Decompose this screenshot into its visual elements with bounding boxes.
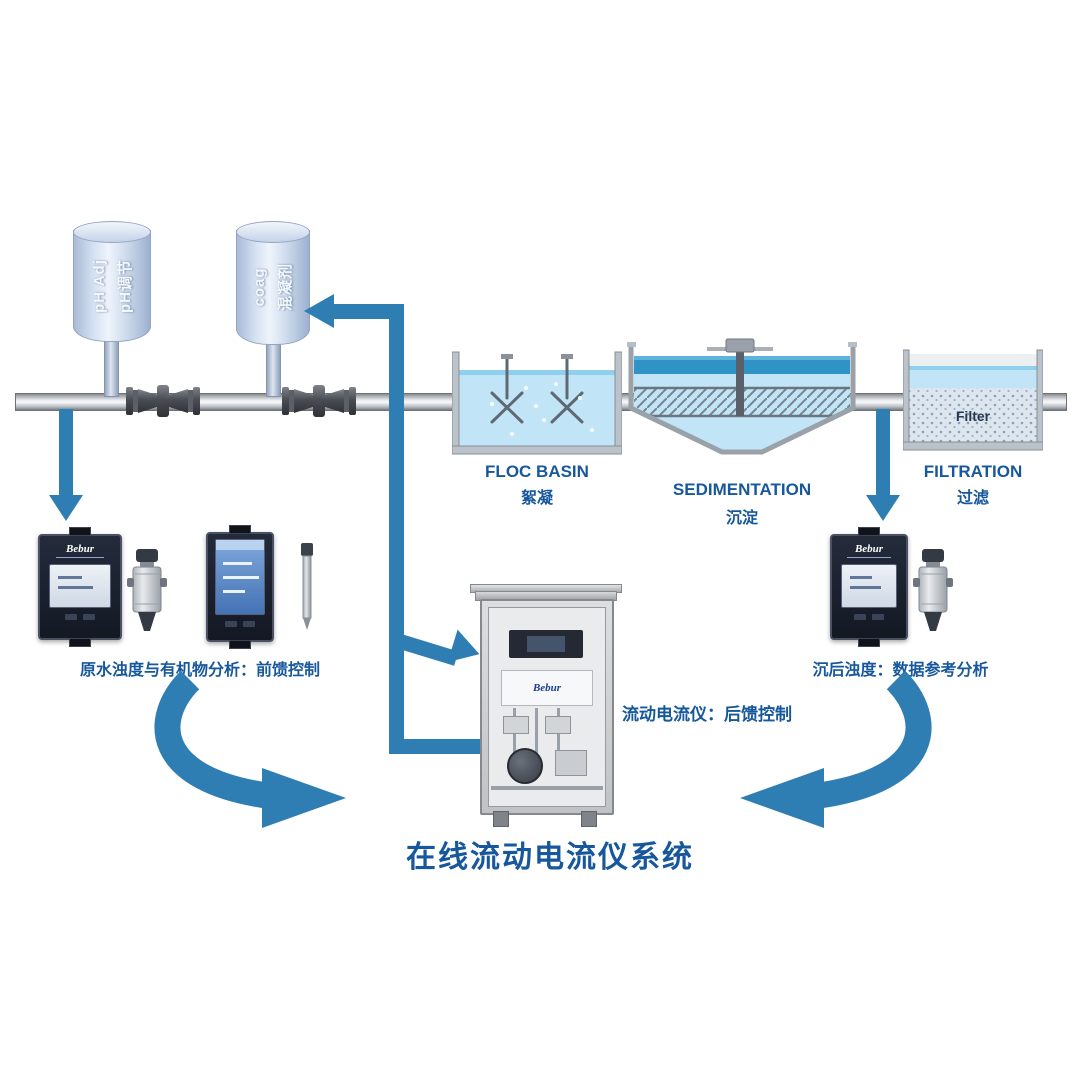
sample-line-vertical: [389, 304, 404, 754]
diagram-title: 在线流动电流仪系统: [406, 841, 694, 874]
ph-tank: pH Adj pH调节: [73, 221, 151, 342]
raw-sample-arrow-shaft: [59, 409, 73, 497]
brand-logo: Bebur: [65, 543, 95, 555]
controller-screen: [49, 564, 111, 608]
mixer-icon: [490, 356, 584, 424]
dosing-pump: [545, 716, 571, 734]
filtration-basin: Filter: [903, 349, 1043, 451]
coagulant-tank-label-en: coag: [251, 267, 268, 307]
controller-buttons: [208, 621, 272, 627]
feedforward-swoosh-arrow: [154, 670, 346, 828]
raw-turbidity-controller: Bebur: [38, 527, 122, 647]
cabinet-analyzer: Bebur: [501, 670, 593, 706]
filtration-label-en: FILTRATION: [923, 462, 1023, 481]
cabinet-display: [509, 630, 583, 658]
filter-media-label: Filter: [956, 408, 991, 424]
post-sedimentation-caption: 沉后浊度：数据参考分析: [812, 662, 989, 679]
mount-tab: [858, 527, 880, 536]
sedimentation-label-zh: 沉淀: [725, 510, 758, 527]
settled-turbidity-controller: Bebur: [830, 527, 908, 647]
ph-tank-top: [73, 221, 151, 243]
floc-label-zh: 絮凝: [520, 490, 553, 507]
pipe-valve-1: [126, 385, 200, 417]
raw-sample-arrowhead-icon: [49, 495, 83, 521]
settled-sample-arrow-shaft: [876, 409, 890, 497]
coagulant-tank: coag 混凝剂: [236, 221, 310, 345]
tubing: [535, 708, 538, 776]
raw-water-caption: 原水浊度与有机物分析：前馈控制: [79, 662, 320, 679]
scd-cabinet: Bebur: [470, 584, 622, 832]
brand-logo: Bebur: [532, 682, 562, 694]
controller-buttons: [40, 614, 120, 620]
streaming-current-caption: 流动电流仪：后馈控制: [622, 705, 792, 724]
brand-rule: [56, 557, 104, 558]
ph-tank-label-en: pH Adj: [91, 259, 108, 313]
sample-pump: [507, 748, 543, 784]
mount-tab: [229, 525, 251, 534]
coagulant-tank-label-zh: 混凝剂: [277, 263, 294, 312]
brand-logo: Bebur: [854, 543, 884, 555]
controller-buttons: [832, 614, 906, 620]
cabinet-shelf: [491, 786, 603, 790]
mount-tab: [69, 527, 91, 536]
mount-tab: [229, 640, 251, 649]
ph-tank-neck: [104, 337, 119, 397]
floc-label-en: FLOC BASIN: [485, 462, 589, 481]
cabinet-leg: [581, 811, 597, 827]
touch-screen: [215, 539, 265, 615]
coag-tank-neck: [266, 340, 281, 397]
ph-tank-label-zh: pH调节: [117, 259, 134, 313]
raw-turbidity-sensor: [127, 549, 167, 631]
tubing: [513, 708, 516, 776]
brand-rule: [846, 557, 892, 558]
dosing-pump: [503, 716, 529, 734]
controller-screen: [841, 564, 897, 608]
sedimentation-basin: [627, 338, 857, 455]
settled-sample-arrowhead-icon: [866, 495, 900, 521]
filtration-label-zh: 过滤: [956, 490, 989, 507]
cabinet-leg: [493, 811, 509, 827]
mount-tab: [858, 638, 880, 647]
organics-analyzer-controller: [206, 525, 274, 649]
pipe-valve-2: [282, 385, 356, 417]
mount-tab: [69, 638, 91, 647]
dosing-arrowhead-icon: [304, 294, 334, 328]
floc-basin: [452, 351, 622, 455]
reference-swoosh-arrow: [740, 670, 932, 828]
sample-line-to-cabinet: [397, 739, 482, 754]
dosing-line-horizontal: [333, 304, 403, 319]
scraper-shaft-icon: [736, 350, 744, 416]
settled-turbidity-sensor: [913, 549, 953, 631]
cabinet-body: Bebur: [480, 599, 614, 815]
sedimentation-label-en: SEDIMENTATION: [672, 480, 812, 499]
cabinet-interior: Bebur: [488, 607, 606, 807]
tubing: [557, 708, 560, 776]
scraper-motor-icon: [725, 338, 755, 353]
coagulant-tank-top: [236, 221, 310, 243]
organics-probe: [301, 543, 313, 630]
junction-box: [555, 750, 587, 776]
